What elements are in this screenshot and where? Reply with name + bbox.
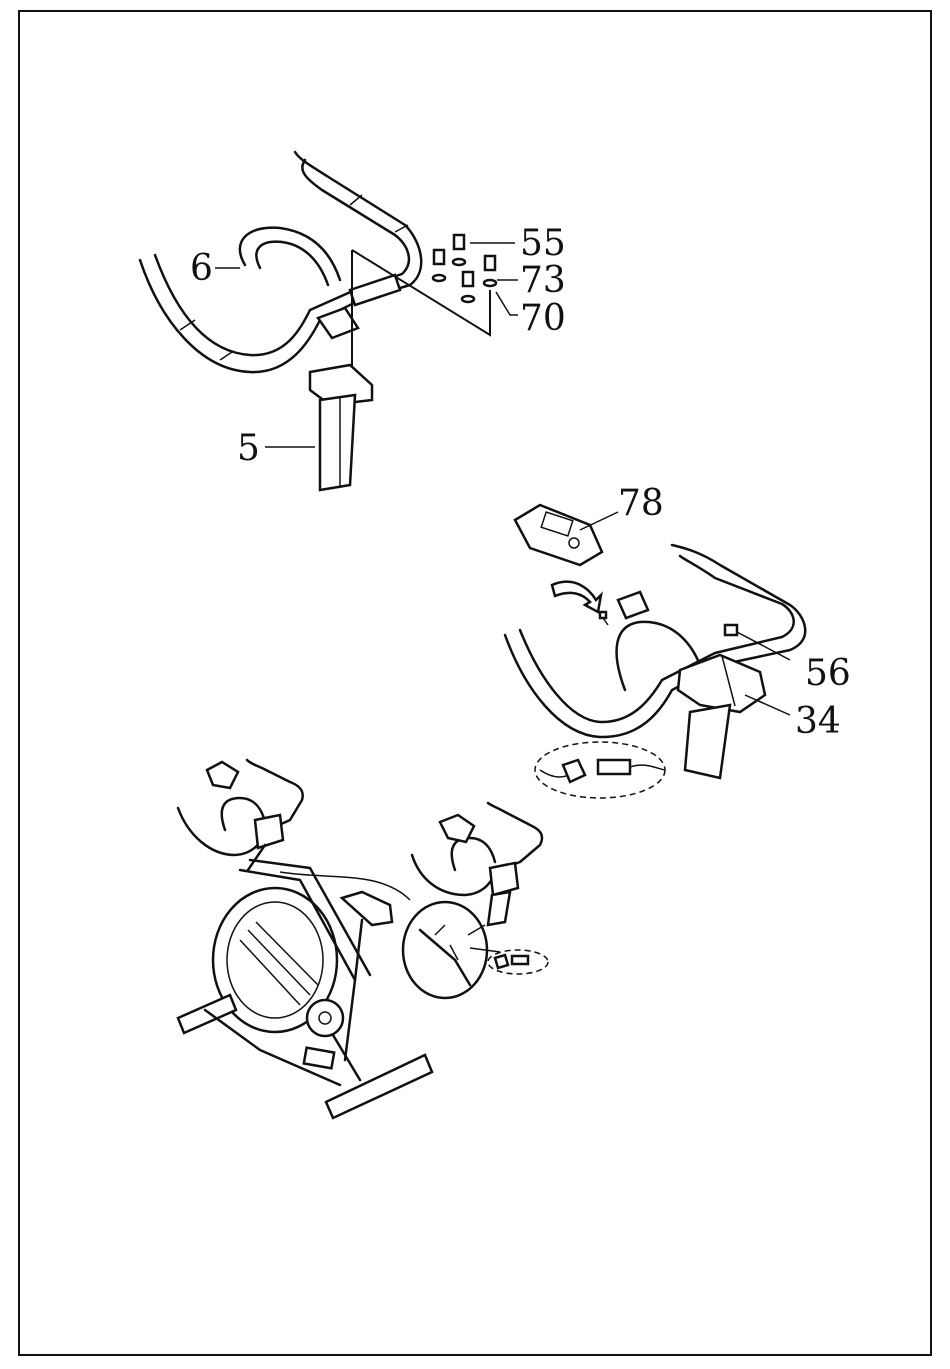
bolt-set <box>433 235 496 302</box>
callout-5: 5 <box>237 428 260 469</box>
callout-6: 6 <box>190 248 213 289</box>
callout-56: 56 <box>805 653 851 694</box>
handlebar-exploded-view: 6 55 73 70 5 <box>140 152 566 490</box>
callout-70: 70 <box>520 298 566 339</box>
console-mounting-view: 78 56 34 <box>505 483 851 798</box>
assembled-bike-view <box>178 760 548 1118</box>
callout-34: 34 <box>795 701 841 742</box>
callout-73: 73 <box>520 260 566 301</box>
callout-55: 55 <box>520 223 566 264</box>
callout-78: 78 <box>618 483 664 524</box>
